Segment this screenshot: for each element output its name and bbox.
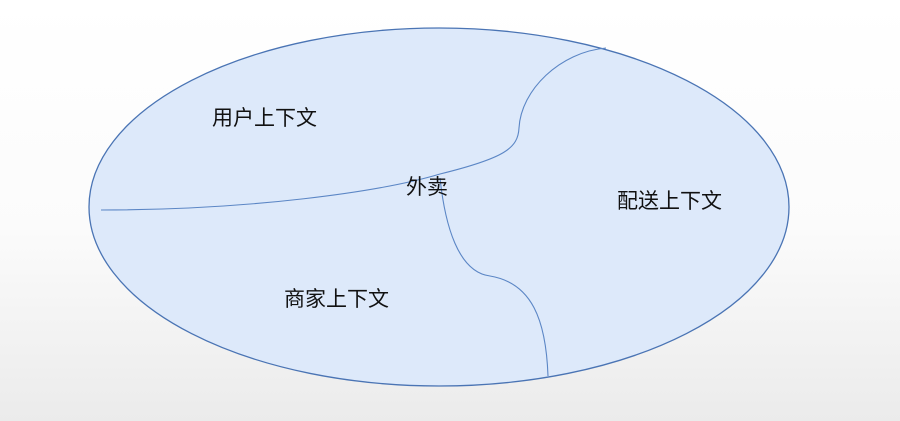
divider-merchant-delivery [439, 177, 549, 377]
takeout-core-label: 外卖 [406, 175, 448, 199]
merchant-context-label: 商家上下文 [284, 287, 389, 311]
domain-ellipse [88, 27, 790, 387]
divider-user-context [100, 47, 607, 211]
delivery-context-label: 配送上下文 [617, 189, 722, 213]
user-context-label: 用户上下文 [212, 106, 317, 130]
